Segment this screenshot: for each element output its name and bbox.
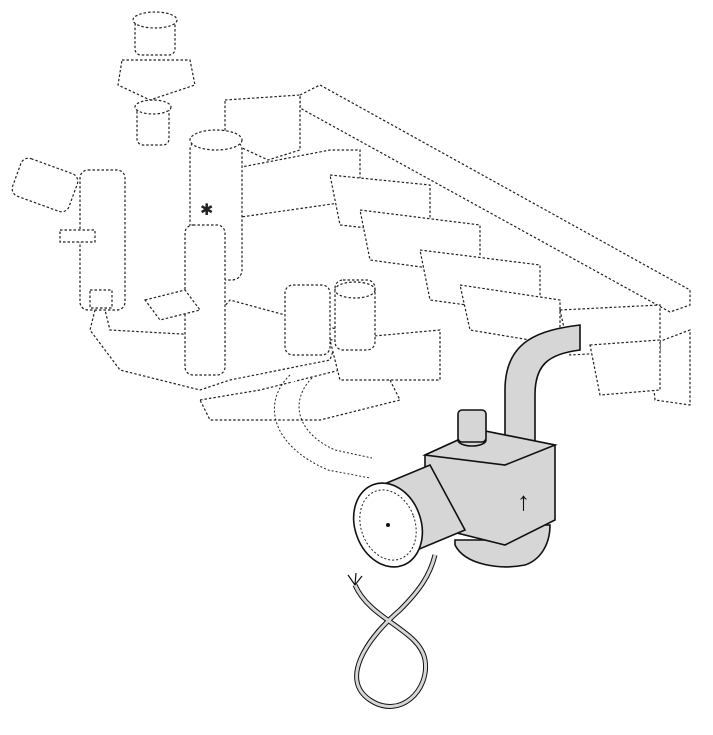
loose-nipple-fitting bbox=[134, 99, 172, 146]
snowflake-icon: ✱ bbox=[200, 202, 213, 219]
loose-valve-fitting bbox=[117, 11, 196, 101]
circulation-pump: ↑ bbox=[352, 409, 558, 568]
pump-cable bbox=[347, 554, 438, 709]
flexible-hose bbox=[273, 374, 373, 479]
flow-direction-arrow-icon: ↑ bbox=[517, 486, 530, 516]
left-valve bbox=[11, 157, 126, 311]
middle-valves bbox=[143, 224, 376, 376]
